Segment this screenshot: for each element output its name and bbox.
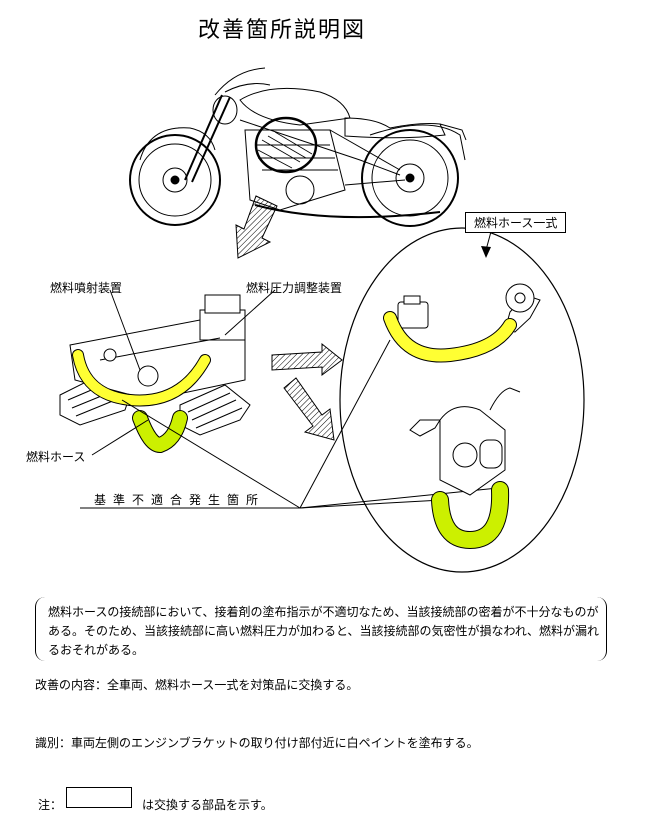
label-fuel-pressure-regulator: 燃料圧力調整装置	[246, 281, 343, 295]
down-arrow	[235, 195, 278, 259]
page-title: 改善箇所説明図	[198, 18, 367, 43]
label-fault-location: 基準不適合発生箇所	[94, 493, 266, 507]
label-fuel-hose: 燃料ホース	[26, 450, 86, 464]
hose-set-upper	[397, 283, 541, 333]
diagonal-arrow	[283, 377, 335, 441]
description-bracket	[35, 597, 607, 661]
fuel-injection-assembly	[59, 294, 251, 436]
hose-set-lower	[409, 387, 521, 496]
motorcycle-illustration	[129, 67, 467, 227]
identification-text: 識別：車両左側のエンジンブラケットの取り付け部付近に白ペイントを塗布する。	[35, 736, 479, 750]
description-text: 燃料ホースの接続部において、接着剤の塗布指示が不適切なため、当該接続部の密着が不…	[48, 605, 600, 657]
note-label: 注：	[38, 798, 63, 812]
note-legend-box	[66, 787, 132, 808]
highlight-circle	[254, 116, 318, 174]
detail-ellipse	[339, 227, 585, 573]
improvement-content: 改善の内容：全車両、燃料ホース一式を対策品に交換する。	[35, 678, 359, 692]
label-fuel-hose-set: 燃料ホース一式	[465, 212, 567, 233]
note-text: は交換する部品を示す。	[142, 798, 273, 812]
right-arrow	[271, 342, 343, 376]
label-fuel-injector: 燃料噴射装置	[50, 281, 123, 295]
